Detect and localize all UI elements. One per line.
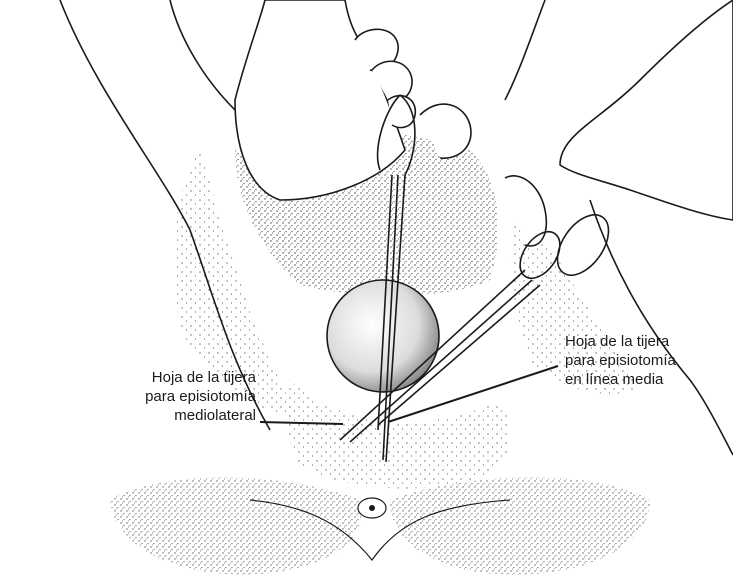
label-mediolateral-line-1: Hoja de la tijera bbox=[60, 368, 256, 387]
perineum-shading bbox=[286, 380, 510, 488]
anus bbox=[358, 498, 386, 518]
label-midline-line-1: Hoja de la tijera bbox=[565, 332, 676, 351]
label-midline-blade: Hoja de la tijera para episiotomía en lí… bbox=[565, 332, 676, 389]
buttocks bbox=[110, 478, 650, 576]
label-mediolateral-blade: Hoja de la tijera para episiotomía medio… bbox=[60, 368, 256, 425]
label-mediolateral-line-2: para episiotomía bbox=[60, 387, 256, 406]
label-midline-line-3: en línea media bbox=[565, 370, 676, 389]
label-mediolateral-line-3: mediolateral bbox=[60, 406, 256, 425]
label-midline-line-2: para episiotomía bbox=[565, 351, 676, 370]
